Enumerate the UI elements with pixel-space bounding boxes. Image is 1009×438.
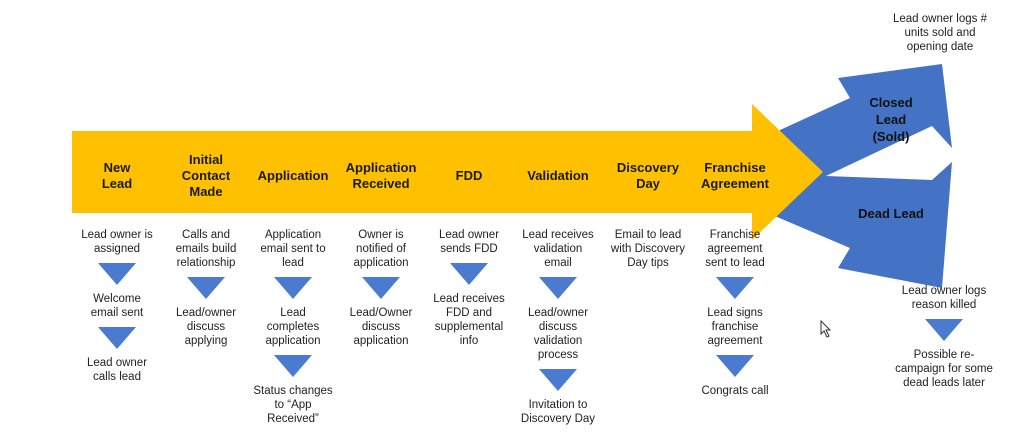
down-arrow-icon	[98, 263, 136, 285]
stage-step: Owner is notified of application	[353, 229, 409, 269]
stage-step: Lead/owner discuss applying	[175, 307, 237, 347]
closed-lead-note: Lead owner logs # units sold and opening…	[893, 13, 987, 53]
stage-step: Lead owner is assigned	[81, 229, 153, 255]
dead-lead-step: Possible re- campaign for some dead lead…	[895, 349, 993, 389]
down-arrow-icon	[274, 277, 312, 299]
stage-step: Congrats call	[701, 385, 769, 397]
down-arrow-icon	[274, 355, 312, 377]
down-arrow-icon	[925, 319, 963, 341]
stage-step: Lead owner calls lead	[86, 357, 148, 383]
dead-lead-step: Lead owner logs reason killed	[901, 285, 987, 311]
stage-step: Lead/Owner discuss application	[349, 307, 413, 347]
stage-label: Application	[257, 167, 329, 183]
stage-step: Lead receives FDD and supplemental info	[433, 293, 505, 347]
stage-step: Application email sent to lead	[260, 229, 326, 269]
stage-steps-column: Lead owner sends FDD Lead receives FDD an…	[426, 228, 512, 348]
stage-step: Welcome email sent	[90, 293, 144, 319]
stage-step: Lead completes application	[265, 307, 321, 347]
stage-step: Email to lead with Discovery Day tips	[610, 229, 686, 269]
stage-step: Lead/owner discuss validation process	[527, 307, 589, 361]
stage-label: Validation	[527, 167, 589, 183]
down-arrow-icon	[539, 277, 577, 299]
stage-label: Discovery Day	[616, 159, 680, 191]
dead-lead-column: Lead owner logs reason killed Possible r…	[880, 284, 1008, 390]
stage-step: Calls and emails build relationship	[175, 229, 237, 269]
dead-lead-label: Dead Lead	[858, 206, 924, 221]
stage-step: Invitation to Discovery Day	[520, 399, 596, 425]
down-arrow-icon	[187, 277, 225, 299]
closed-lead-arrow	[770, 64, 952, 176]
stage-step: Lead owner sends FDD	[438, 229, 500, 255]
mouse-pointer-icon	[820, 320, 832, 338]
stage-step: Lead signs franchise agreement	[707, 307, 763, 347]
stage-label: FDD	[455, 167, 483, 183]
down-arrow-icon	[98, 327, 136, 349]
stage-step: Franchise agreement sent to lead	[705, 229, 765, 269]
stage-steps-column: Email to lead with Discovery Day tips	[604, 228, 692, 270]
down-arrow-icon	[450, 263, 488, 285]
closed-lead-label: Closed Lead (Sold)	[869, 95, 913, 144]
stage-label: Application Received	[345, 159, 417, 191]
down-arrow-icon	[539, 369, 577, 391]
down-arrow-icon	[362, 277, 400, 299]
stage-label: Franchise Agreement	[701, 159, 769, 191]
stage-label: New Lead	[101, 159, 133, 191]
stage-step: Lead receives validation email	[522, 229, 594, 269]
stage-label: Initial Contact Made	[181, 151, 231, 200]
down-arrow-icon	[716, 277, 754, 299]
dead-lead-arrow	[770, 162, 952, 288]
stage-step: Status changes to “App Received”	[253, 385, 333, 425]
down-arrow-icon	[716, 355, 754, 377]
pipeline-arrow	[72, 104, 823, 240]
